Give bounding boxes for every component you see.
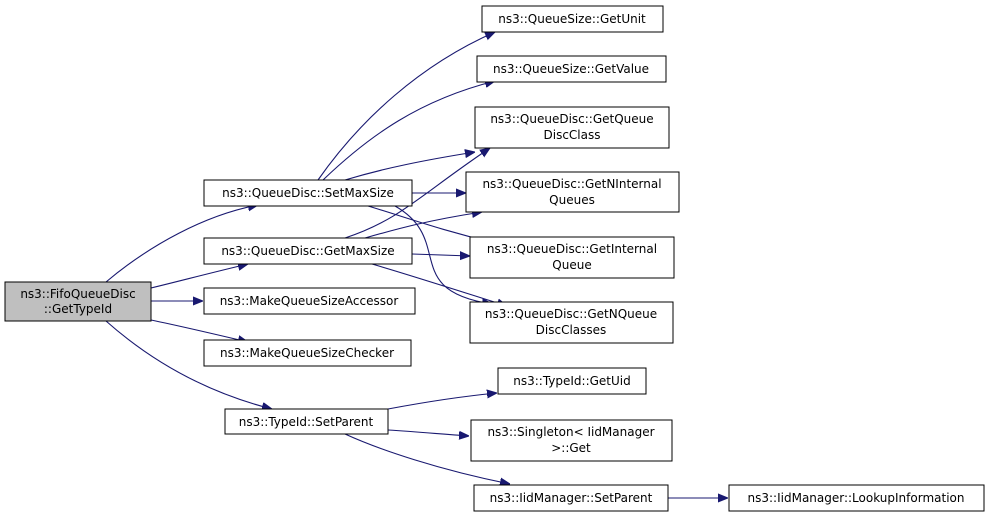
node-queuedisc-getinternalqueue[interactable]: ns3::QueueDisc::GetInternal Queue [469, 236, 675, 279]
node-queuedisc-setmaxsize[interactable]: ns3::QueueDisc::SetMaxSize [203, 179, 413, 207]
node-label-line: ::GetTypeId [44, 302, 112, 316]
node-label-line: ns3::QueueDisc::GetNInternal [482, 177, 661, 191]
edge-root-to-setmaxsize [105, 205, 258, 283]
node-iidmanager-setparent[interactable]: ns3::IidManager::SetParent [473, 484, 669, 512]
node-queuedisc-getqueuediscclass[interactable]: ns3::QueueDisc::GetQueue DiscClass [474, 106, 670, 149]
node-typeid-getuid[interactable]: ns3::TypeId::GetUid [497, 367, 647, 395]
edge-root-to-makechecker [150, 319, 248, 342]
node-typeid-setparent[interactable]: ns3::TypeId::SetParent [224, 408, 389, 435]
edge-setparent-to-getuid [387, 393, 497, 410]
node-queuesize-getunit[interactable]: ns3::QueueSize::GetUnit [481, 5, 664, 33]
edge-getmaxsize-to-getinternalqueue [411, 254, 470, 256]
node-label: ns3::QueueDisc::GetMaxSize [221, 244, 394, 258]
node-label-line: ns3::FifoQueueDisc [20, 287, 135, 301]
node-queuedisc-getmaxsize[interactable]: ns3::QueueDisc::GetMaxSize [203, 237, 413, 265]
node-label-line: ns3::Singleton< IidManager [487, 425, 654, 439]
node-label-line: DiscClass [544, 128, 601, 142]
edge-getmaxsize-to-getnqueuediscclasses [371, 263, 507, 306]
node-label: ns3::QueueSize::GetUnit [498, 12, 646, 26]
node-label: ns3::IidManager::LookupInformation [748, 491, 965, 505]
node-label-line: Queues [549, 193, 595, 207]
edge-root-to-setparent [105, 320, 272, 409]
node-label: ns3::TypeId::GetUid [513, 374, 631, 388]
node-label-line: ns3::QueueDisc::GetNQueue [485, 307, 657, 321]
edge-setmaxsize-to-getqueuediscclass [344, 152, 475, 181]
node-queuedisc-getnqueuediscclasses[interactable]: ns3::QueueDisc::GetNQueue DiscClasses [469, 301, 674, 344]
node-label-line: ns3::QueueDisc::GetInternal [487, 242, 657, 256]
node-label: ns3::TypeId::SetParent [239, 415, 374, 429]
node-label: ns3::MakeQueueSizeChecker [220, 346, 394, 360]
node-makequeuesizeaccessor[interactable]: ns3::MakeQueueSizeAccessor [203, 287, 416, 315]
node-label: ns3::QueueSize::GetValue [493, 62, 649, 76]
edge-setparent-to-singletonget [387, 429, 469, 436]
edge-setparent-to-iidsetparent [344, 433, 510, 484]
node-label: ns3::QueueDisc::SetMaxSize [222, 186, 394, 200]
node-label: ns3::IidManager::SetParent [490, 491, 653, 505]
node-queuedisc-getninternalqueues[interactable]: ns3::QueueDisc::GetNInternal Queues [465, 171, 680, 213]
node-iidmanager-lookupinformation[interactable]: ns3::IidManager::LookupInformation [728, 484, 985, 512]
edge-getmaxsize-to-getninternalqueues [364, 212, 482, 239]
edge-setmaxsize-to-getunit [317, 32, 495, 181]
edge-setmaxsize-to-getnqueuediscclasses [394, 205, 492, 304]
node-label-line: Queue [552, 258, 591, 272]
node-fifoqueuedisc-gettypeid: ns3::FifoQueueDisc ::GetTypeId [4, 281, 152, 322]
node-label-line: ns3::QueueDisc::GetQueue [490, 112, 653, 126]
edge-setmaxsize-to-getvalue [322, 81, 495, 181]
node-label-line: >::Get [551, 441, 591, 455]
node-singleton-iidmanager-get[interactable]: ns3::Singleton< IidManager >::Get [470, 419, 673, 462]
edge-root-to-getmaxsize [150, 264, 248, 289]
node-label: ns3::MakeQueueSizeAccessor [220, 294, 399, 308]
node-label-line: DiscClasses [536, 323, 607, 337]
node-queuesize-getvalue[interactable]: ns3::QueueSize::GetValue [476, 55, 667, 83]
node-makequeuesizechecker[interactable]: ns3::MakeQueueSizeChecker [203, 339, 412, 367]
